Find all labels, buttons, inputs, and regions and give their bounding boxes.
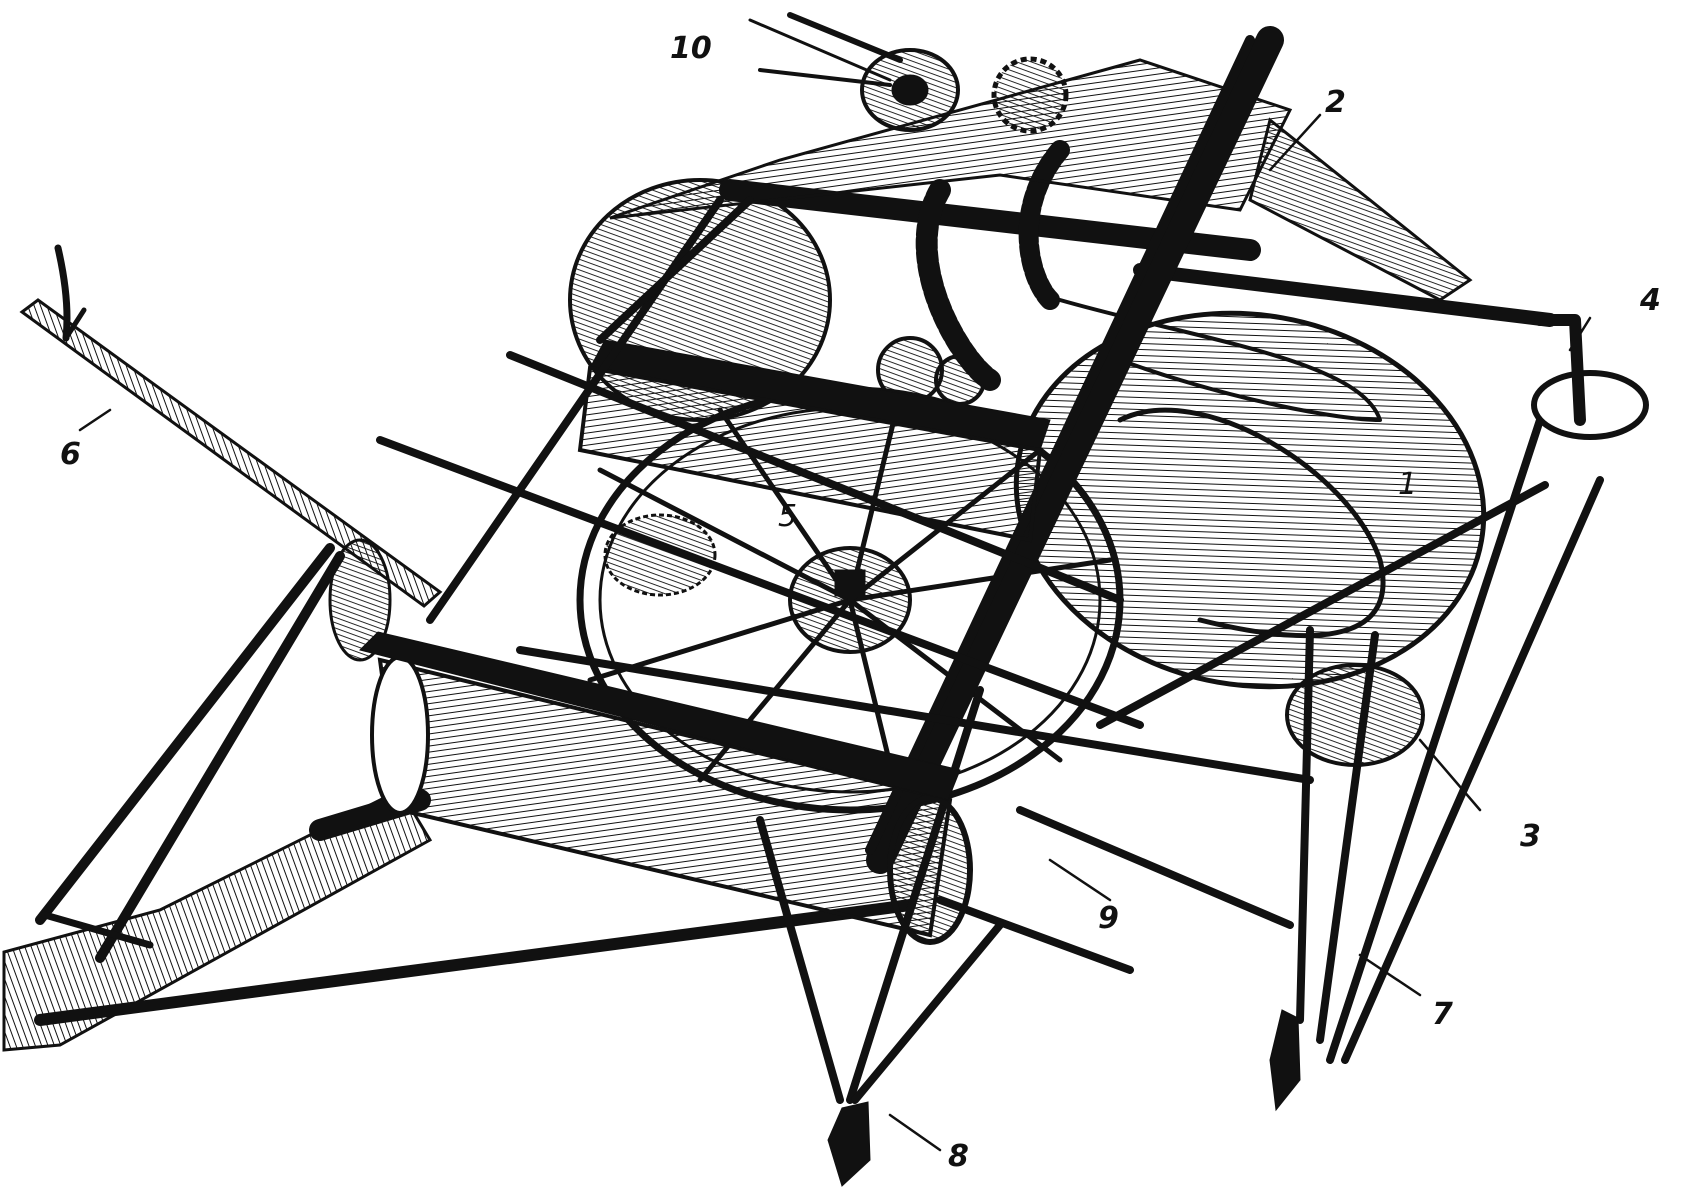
- label-7: 7: [1432, 997, 1453, 1032]
- lower-drum: [359, 631, 973, 945]
- label-5: 5: [778, 499, 798, 534]
- upper-shaft: [609, 58, 1557, 422]
- small-drum: [1285, 663, 1425, 767]
- label-10: 10: [670, 31, 712, 66]
- label-2: 2: [1325, 85, 1346, 120]
- foot-front: [827, 1101, 871, 1187]
- label-4: 4: [1640, 283, 1661, 318]
- foot-right: [1269, 1009, 1301, 1112]
- bowl: [1531, 314, 1649, 440]
- round-hopper: [1013, 310, 1487, 690]
- label-6: 6: [60, 437, 81, 472]
- label-1: 1: [1398, 467, 1418, 502]
- label-3: 3: [1520, 819, 1541, 854]
- top-pulley: [748, 12, 960, 132]
- upper-box: [577, 339, 1051, 543]
- leader-lines: [78, 113, 1592, 1152]
- label-9: 9: [1098, 901, 1119, 936]
- label-8: 8: [948, 1139, 969, 1174]
